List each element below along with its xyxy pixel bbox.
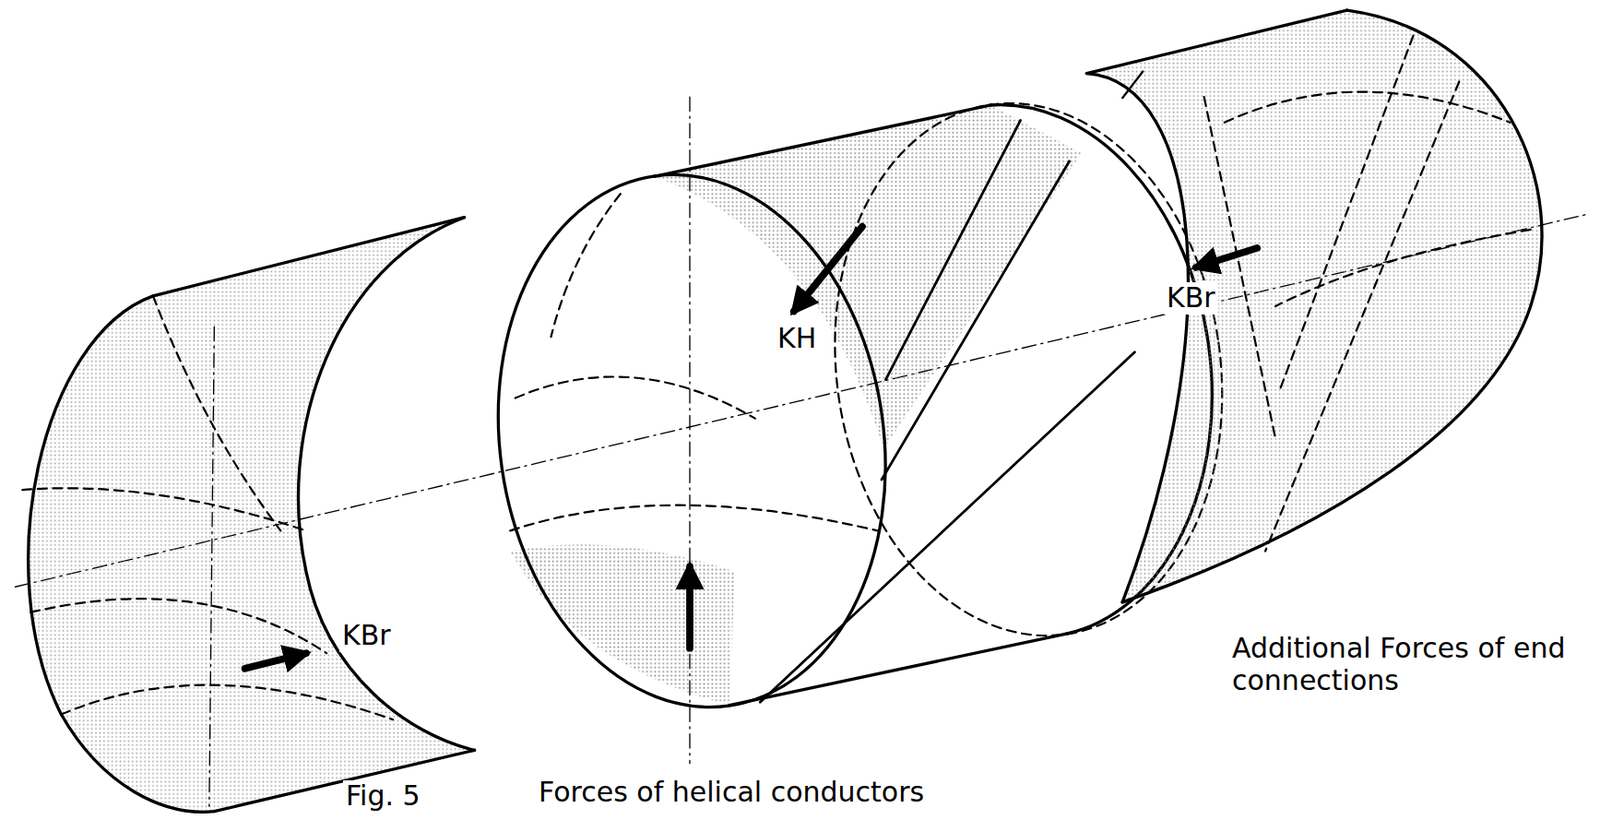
force-arrow (794, 226, 863, 312)
cylinder-edge (298, 217, 475, 751)
cylinder-edge (1122, 10, 1542, 603)
shaded-surface (653, 105, 1082, 450)
cylinder-edge (653, 105, 991, 177)
vertical-axis (209, 326, 215, 806)
hidden-conductor (515, 376, 756, 418)
cylinder-edge (1122, 71, 1143, 98)
helical-conductor (881, 161, 1070, 480)
force-label: KH (774, 322, 819, 356)
cylinder-edge (1086, 10, 1347, 74)
hidden-conductor (1280, 35, 1414, 389)
hidden-conductor (1265, 82, 1459, 552)
figure-note: Additional Forces of end connections (1229, 632, 1577, 697)
helical-conductor (885, 120, 1020, 380)
cylinder-edge (213, 749, 475, 811)
hidden-conductor (1275, 229, 1531, 307)
figure-caption: Forces of helical conductors (535, 776, 927, 809)
cylinder-edge (153, 217, 464, 297)
force-arrow (245, 652, 307, 669)
force-arrow (686, 566, 694, 649)
hidden-conductor (1204, 96, 1276, 439)
hidden-conductor (153, 296, 281, 531)
hidden-conductor (30, 598, 327, 653)
cylinder-edge (1086, 73, 1188, 603)
hidden-conductor (22, 487, 307, 531)
figure-number: Fig. 5 (343, 780, 424, 813)
hidden-conductor (509, 505, 878, 532)
hidden-conductor (60, 685, 393, 720)
hidden-conductor (551, 193, 621, 337)
helical-conductor (759, 352, 1135, 703)
hidden-conductor (1224, 92, 1511, 123)
front-end-ring (464, 149, 920, 733)
shaded-surface (1086, 10, 1542, 603)
force-arrow (1196, 248, 1257, 268)
force-label: KBr (1163, 282, 1219, 315)
drawing (15, 10, 1588, 812)
cylinder-edge (729, 633, 1067, 705)
force-label: KBr (339, 619, 394, 652)
